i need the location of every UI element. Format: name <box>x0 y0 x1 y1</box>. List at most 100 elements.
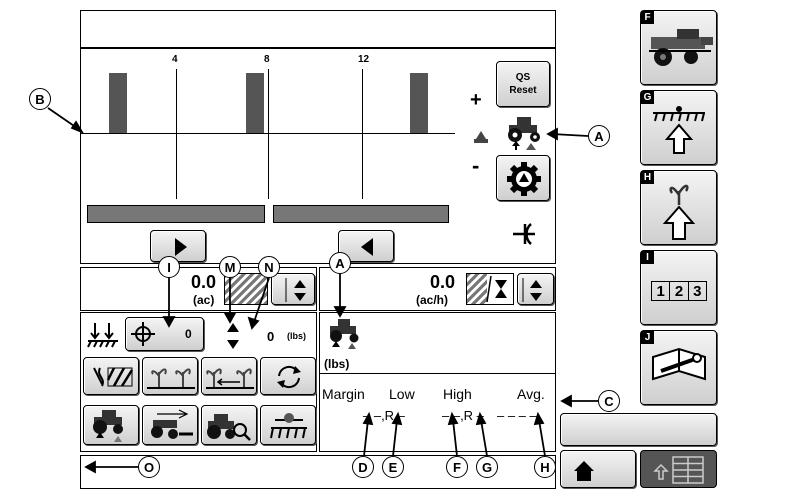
row-bar-3 <box>410 73 428 133</box>
implement-lowered-icon <box>474 131 488 143</box>
tractor-search-icon <box>207 414 251 441</box>
seed-drive-button[interactable] <box>142 405 198 445</box>
hitch-icon <box>513 223 535 245</box>
tractor-diagnostics-button[interactable] <box>201 405 257 445</box>
refresh-button[interactable] <box>260 357 316 395</box>
tractor-icon <box>508 117 540 150</box>
section-bar-left <box>87 205 265 223</box>
area-value: 0.0 <box>191 272 217 292</box>
top-status-strip <box>80 10 556 48</box>
section-bar-right <box>273 205 449 223</box>
shift-right-button[interactable] <box>150 230 206 262</box>
stats-divider <box>320 373 555 374</box>
stats-unit: (lbs) <box>324 357 350 371</box>
qs-reset-button[interactable]: QS Reset <box>496 61 550 107</box>
tractor-engage-button[interactable] <box>83 405 139 445</box>
callout-a-top: A <box>588 125 610 147</box>
row-bar-2 <box>246 73 264 133</box>
work-rate-unit: (ac/h) <box>416 293 449 307</box>
callout-n: N <box>258 256 280 278</box>
row-unit-panel: 4 8 12 QS Reset + - <box>80 48 556 264</box>
ruler-tick-4: 4 <box>172 54 178 65</box>
callout-m: M <box>219 256 241 278</box>
home-button[interactable] <box>560 450 636 488</box>
crosshair-icon <box>131 322 155 346</box>
qs-reset-label: QS Reset <box>509 72 537 96</box>
hourglass-icon <box>486 275 507 303</box>
plus-sign: + <box>470 89 482 111</box>
implement-icon <box>270 413 307 439</box>
row-bar-1 <box>109 73 127 133</box>
key-tag-h: H <box>641 171 654 184</box>
tractor-status-icon <box>330 319 359 349</box>
hatch-hourglass-indicator <box>466 273 514 305</box>
settings-gear-button[interactable] <box>496 155 550 201</box>
stats-header-margin: Margin <box>322 386 365 402</box>
numeric-keypad-icon: 1 2 3 <box>651 281 707 301</box>
menu-grid-icon <box>653 456 704 484</box>
setpoint-value: 0 <box>185 327 192 341</box>
stats-panel: (lbs) Margin Low High Avg. – –,R – – –,R… <box>319 312 556 452</box>
area-rate-right-panel: 0.0 (ac/h) <box>319 267 556 311</box>
implement-config-button[interactable] <box>260 405 316 445</box>
row-cleaner-icon <box>93 367 134 387</box>
stats-header-high: High <box>443 386 472 402</box>
gear-icon <box>507 162 541 196</box>
tractor-raise-icon <box>93 410 123 442</box>
menu-grid-button[interactable] <box>640 450 717 488</box>
callout-f: F <box>446 456 468 478</box>
callout-a-lower: A <box>329 252 351 274</box>
sidebar-key-g-raise-implement[interactable]: G <box>640 90 717 165</box>
stats-value-avg: – – – – <box>497 408 537 423</box>
callout-o: O <box>138 456 160 478</box>
planter-machine-icon <box>649 29 713 66</box>
sidebar-key-j-manual[interactable]: J <box>640 330 717 405</box>
minus-sign: - <box>472 153 480 178</box>
sidebar-key-h-raise-crop[interactable]: H <box>640 170 717 245</box>
baseline <box>81 133 455 134</box>
downforce-icon <box>87 323 118 348</box>
spacing-button[interactable] <box>201 357 257 395</box>
up-down-arrows-icon <box>227 323 239 349</box>
up-down-icon <box>522 278 542 302</box>
seed-drive-icon <box>151 409 193 439</box>
callout-h: H <box>534 456 556 478</box>
key-tag-f: F <box>641 11 654 24</box>
ruler-tick-12: 12 <box>358 54 370 65</box>
ruler-tick-8: 8 <box>264 54 270 65</box>
area-select-stepper[interactable] <box>271 273 315 305</box>
sprout-up-arrow-icon <box>662 184 696 240</box>
row-cleaner-button[interactable] <box>83 357 139 395</box>
stats-value-low: – –,R – <box>363 408 405 423</box>
work-rate-stepper[interactable] <box>517 273 554 305</box>
play-right-icon <box>175 238 187 256</box>
callout-c: C <box>598 390 620 412</box>
guide-line-8 <box>268 69 269 199</box>
callout-b: B <box>29 88 51 110</box>
refresh-icon <box>277 365 301 389</box>
area-unit: (ac) <box>193 293 215 307</box>
target-setpoint-button[interactable]: 0 <box>125 317 204 351</box>
stats-header-avg: Avg. <box>517 386 545 402</box>
guide-line-12 <box>362 69 363 199</box>
implement-up-arrow-icon <box>653 106 705 154</box>
sidebar-key-i-numeric[interactable]: I 1 2 3 <box>640 250 717 325</box>
work-rate-value: 0.0 <box>430 272 456 292</box>
guide-line-4 <box>176 69 177 199</box>
sidebar-key-f-machine[interactable]: F <box>640 10 717 85</box>
callout-e: E <box>382 456 404 478</box>
key-tag-i: I <box>641 251 654 264</box>
callout-d: D <box>352 456 374 478</box>
sidebar-blank-button[interactable] <box>560 413 717 446</box>
home-icon <box>574 461 594 481</box>
up-down-icon <box>285 278 306 302</box>
play-left-icon <box>361 238 373 256</box>
key-tag-g: G <box>641 91 654 104</box>
spacing-icon <box>206 368 254 389</box>
sprout-icon <box>147 368 195 389</box>
stats-value-high: – –,R – <box>442 408 484 423</box>
callout-i: I <box>158 256 180 278</box>
manual-wrench-icon <box>652 347 706 381</box>
control-panel: 0 0 (lbs) <box>80 312 317 452</box>
emergence-button[interactable] <box>142 357 198 395</box>
